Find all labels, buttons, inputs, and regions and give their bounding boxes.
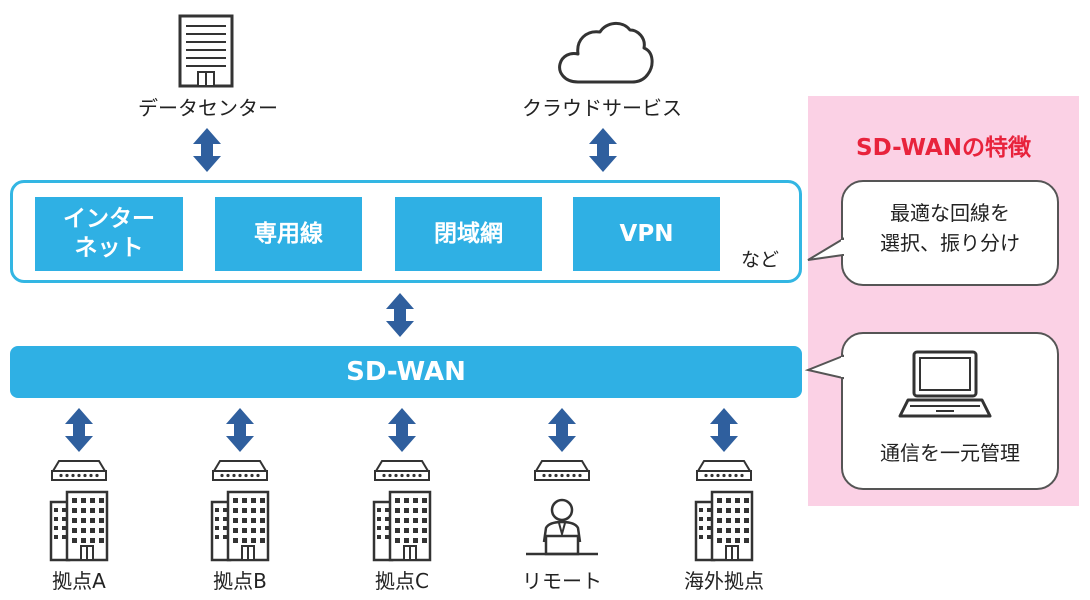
feature-bubble-routing-text: 最適な回線を 選択、振り分け	[880, 201, 1020, 255]
site-label-remote: リモート	[522, 569, 602, 593]
network-etc-label: など	[740, 249, 779, 271]
cloud-service-label: クラウドサービス	[522, 96, 682, 120]
network-closed-network: 閉域網	[395, 197, 542, 271]
laptop-icon	[898, 350, 992, 418]
network-internet: インター ネット	[35, 197, 183, 271]
datacenter-label: データセンター	[138, 96, 278, 120]
cloud-icon	[558, 22, 654, 84]
feature-bubble-routing	[841, 180, 1059, 286]
site-label-a: 拠点A	[52, 569, 106, 593]
features-title: SD-WANの特徴	[856, 135, 1031, 161]
remote-worker-icon	[526, 498, 598, 556]
sdwan-bar: SD-WAN	[10, 346, 802, 398]
network-vpn: VPN	[573, 197, 720, 271]
site-label-c: 拠点C	[375, 569, 429, 593]
site-label-b: 拠点B	[213, 569, 267, 593]
site-label-overseas: 海外拠点	[684, 569, 764, 593]
feature-bubble-management-text: 通信を一元管理	[880, 441, 1020, 465]
network-leased-line: 専用線	[215, 197, 362, 271]
datacenter-building-icon	[178, 14, 234, 88]
